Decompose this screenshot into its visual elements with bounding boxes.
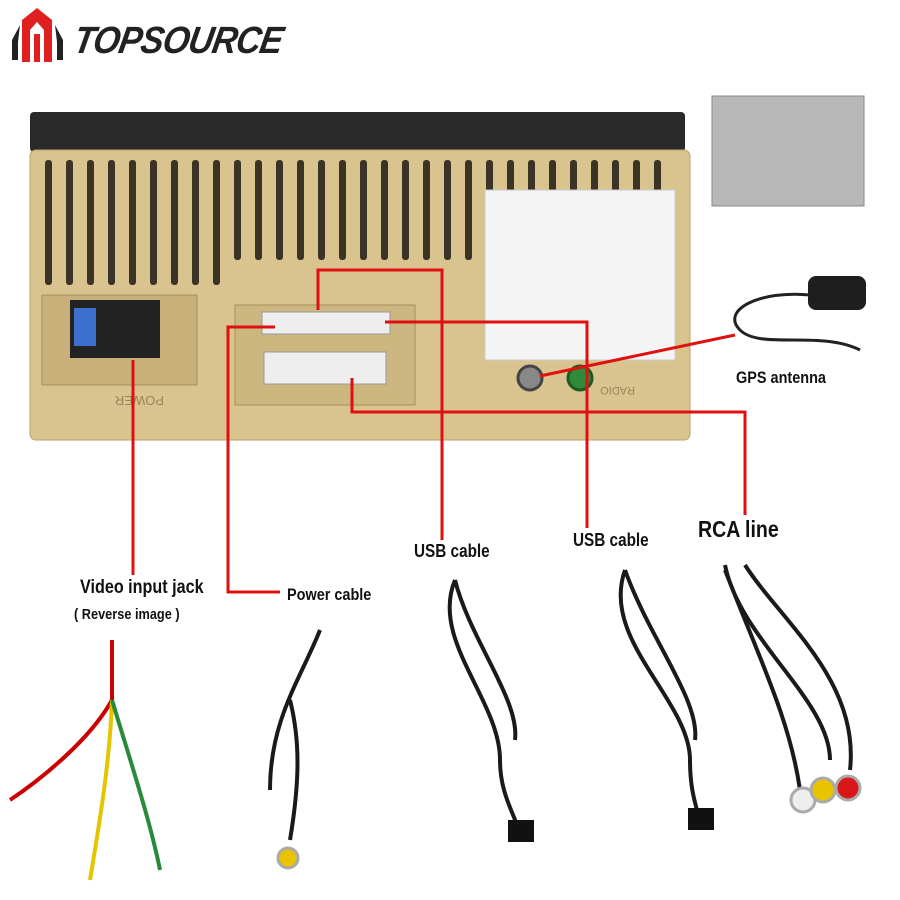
rca-yellow-plug [276,846,300,870]
vent-slot [318,160,325,260]
label-usb-cable-1: USB cable [414,541,490,561]
vent-slot [171,160,178,285]
line-usb1 [316,268,444,540]
vent-slot [297,160,304,260]
label-power-cable: Power cable [287,585,372,604]
vent-slot [423,160,430,260]
vent-slot [108,160,115,285]
connection-lines [131,268,747,594]
gps-mount-plate [711,95,865,207]
vent-slot [381,160,388,260]
vent-slot [339,160,346,260]
power-cable-image [268,629,322,841]
usb-cable-image-1 [447,579,522,841]
vent-slot [87,160,94,285]
power-marking: POWER [115,393,164,408]
label-reverse-image: ( Reverse image ) [74,606,180,623]
line-power [226,325,280,594]
label-video-input-jack: Video input jack [80,577,204,598]
vent-slot [192,160,199,285]
vent-slot [402,160,409,260]
line-rca [350,378,747,515]
gps-antenna-image [733,276,866,352]
vent-slot [465,160,472,260]
usb-plug-2 [688,808,714,830]
vent-slot [255,160,262,260]
label-gps-antenna: GPS antenna [736,368,826,387]
vent-slot [45,160,52,285]
head-unit: POWER RADIO [29,112,691,441]
line-gps [539,333,736,378]
logo-mark [12,8,63,62]
vent-slot [360,160,367,260]
vent-slot [66,160,73,285]
vent-slot [213,160,220,285]
rca-cable-image [723,563,853,791]
vent-slot [150,160,157,285]
vent-slot [276,160,283,260]
radio-marking: RADIO [600,384,635,396]
harness-cable [8,640,114,802]
label-usb-cable-2: USB cable [573,530,649,550]
line-usb2 [385,320,589,528]
label-rca-line: RCA line [698,516,779,542]
cables [8,563,853,881]
usb-cable-image-2 [618,569,702,831]
usb-plug-1 [508,820,534,842]
brand-logo: TOPSOURCE [70,20,286,62]
vent-slot [444,160,451,260]
vent-slot [234,160,241,260]
vent-slot [129,160,136,285]
